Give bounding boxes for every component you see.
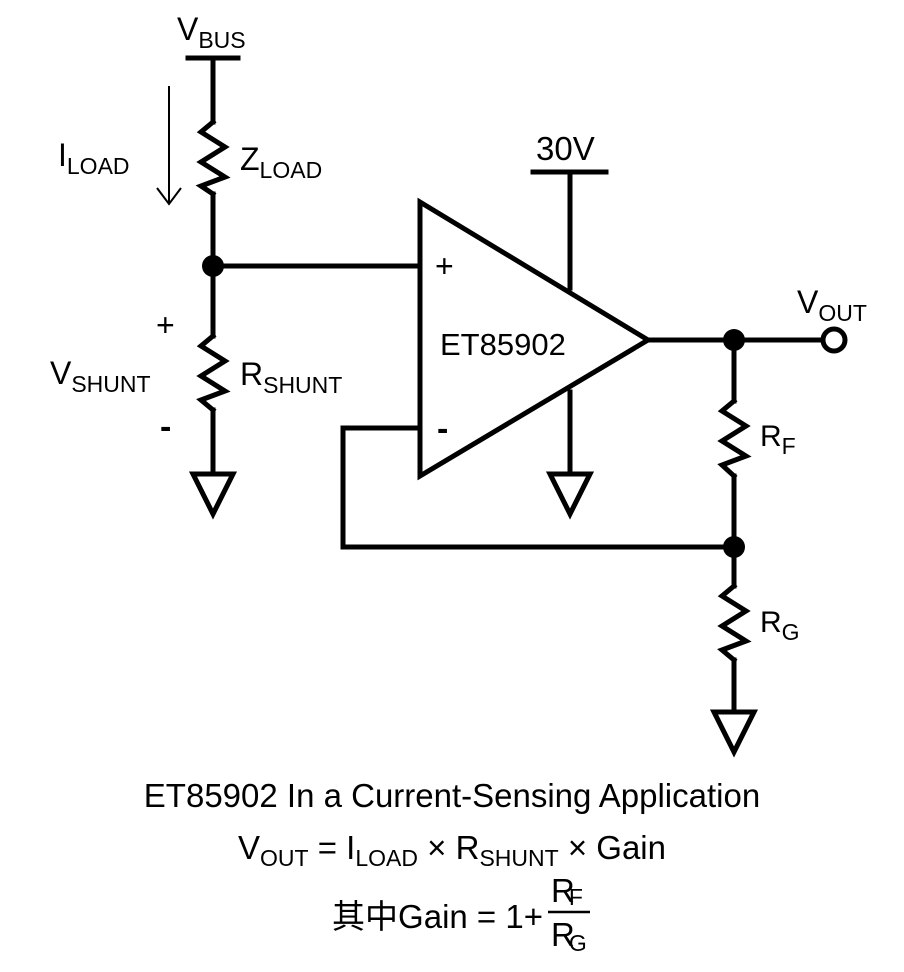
rf-label: RF [760, 420, 796, 459]
iload-label: ILOAD [58, 137, 130, 179]
supply-label: 30V [536, 130, 595, 167]
opamp-name-label: ET85902 [440, 327, 566, 362]
ground-symbol-shunt [188, 471, 238, 520]
rg-resistor [717, 582, 752, 664]
caption-equation-vout: VOUT = ILOAD × RSHUNT × Gain [238, 829, 666, 871]
vbus-label: VBUS [177, 11, 246, 53]
vout-terminal [820, 326, 848, 354]
vshunt-minus-sign: - [160, 408, 171, 446]
vshunt-label: VSHUNT [50, 355, 151, 397]
ground-symbol-rg [709, 709, 759, 758]
zload-resistor [195, 118, 231, 198]
caption-equation-gain-prefix: 其中Gain = 1+ [332, 898, 543, 935]
opamp-triangle [417, 197, 653, 481]
opamp-plus-label: + [435, 248, 454, 284]
caption-title: ET85902 In a Current-Sensing Application [144, 777, 760, 814]
feedback-wire [340, 425, 737, 550]
vshunt-plus-sign: + [156, 307, 175, 343]
rshunt-label: RSHUNT [240, 356, 342, 398]
opamp-minus-label: - [437, 410, 448, 448]
rshunt-resistor [196, 332, 231, 414]
rf-resistor [717, 397, 752, 480]
iload-arrow-head [156, 187, 182, 206]
gain-fraction-denominator: RG [551, 916, 587, 956]
zload-label: ZLOAD [240, 141, 322, 183]
rg-label: RG [760, 606, 800, 645]
ground-symbol-opamp [545, 471, 595, 520]
gain-fraction-numerator: RF [551, 872, 583, 910]
vout-label: VOUT [797, 284, 867, 326]
